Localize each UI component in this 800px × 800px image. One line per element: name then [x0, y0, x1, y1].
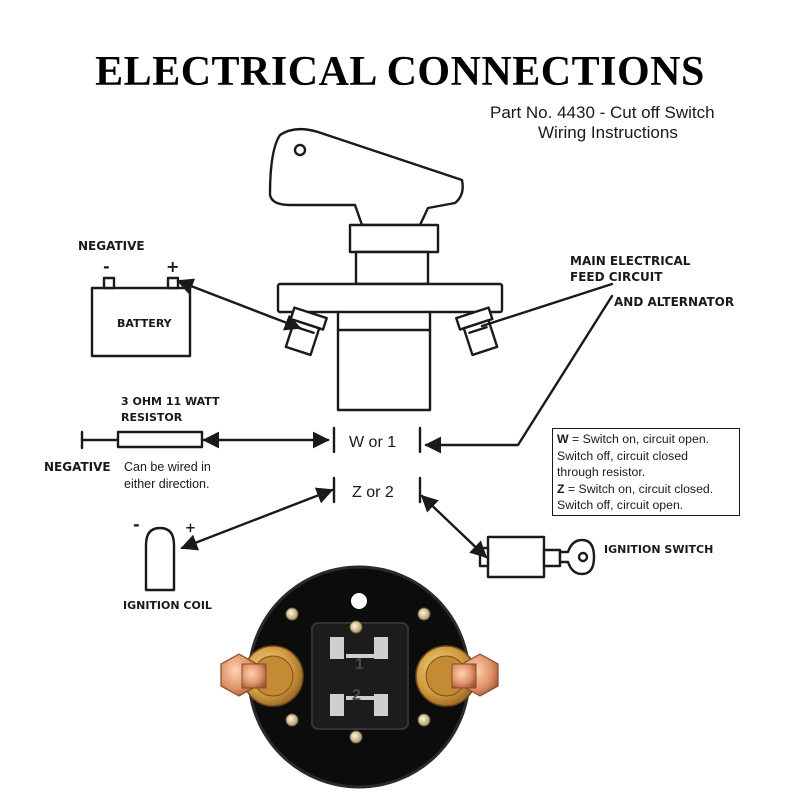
switch-flange [276, 282, 504, 314]
wiring-instructions-text: Wiring Instructions [538, 123, 678, 142]
switch-photo: 1 2 [220, 565, 499, 789]
switch-face-1: 1 [355, 656, 364, 673]
legend-w-key: W [557, 432, 569, 446]
right-terminal-stud [455, 306, 499, 357]
legend-z-text: = Switch on, circuit closed. [564, 481, 714, 496]
switch-body [336, 328, 432, 412]
left-brass-terminal [220, 645, 304, 707]
main-feed-wire [480, 282, 614, 328]
legend-w-text: = Switch on, circuit open. [568, 432, 710, 446]
cutoff-switch-key [268, 127, 464, 227]
alternator-wire [424, 294, 614, 454]
ignition-coil-label: IGNITION COIL [123, 599, 212, 612]
wired-direction-1: Can be wired in [124, 460, 211, 474]
switch-neck [354, 250, 430, 286]
part-number-text: Part No. 4430 - Cut off Switch [490, 103, 715, 122]
legend-w-line2: Switch off, circuit closed [557, 448, 688, 463]
switch-collar [348, 223, 440, 254]
coil-minus: - [133, 515, 140, 534]
terminal-w-label: W or 1 [349, 434, 396, 451]
ignition-switch-label: IGNITION SWITCH [604, 543, 713, 556]
legend-z-line1: Z = Switch on, circuit closed. [557, 481, 735, 498]
battery-minus: - [103, 257, 110, 276]
coil-plus: + [185, 521, 196, 536]
battery-wire [176, 278, 302, 331]
terminal-legend: W = Switch on, circuit open. Switch off,… [552, 428, 740, 516]
alternator-label: AND ALTERNATOR [614, 295, 734, 309]
legend-w-line1: W = Switch on, circuit open. [557, 431, 735, 448]
page-title: ELECTRICAL CONNECTIONS [95, 49, 705, 95]
mounting-screws [285, 607, 431, 744]
main-feed-label-1: MAIN ELECTRICAL [570, 254, 691, 268]
ignition-coil-icon [144, 526, 176, 592]
resistor-icon [116, 430, 204, 449]
main-feed-label-2: FEED CIRCUIT [570, 270, 663, 284]
legend-z-line2: Switch off, circuit open. [557, 498, 684, 512]
switch-face-2: 2 [352, 687, 361, 704]
resistor-label-1: 3 OHM 11 WATT [121, 395, 220, 408]
legend-w-line3: through resistor. [557, 465, 646, 479]
battery-plus: + [166, 257, 179, 276]
negative-label-bottom: NEGATIVE [44, 460, 111, 474]
right-brass-terminal [415, 645, 499, 707]
resistor-label-2: RESISTOR [121, 411, 183, 424]
terminal-z-label: Z or 2 [352, 484, 394, 501]
negative-label-top: NEGATIVE [78, 239, 145, 253]
wired-direction-2: either direction. [124, 477, 209, 491]
coil-wire [180, 487, 334, 551]
ignition-switch-icon [478, 535, 596, 579]
ignition-switch-wire [420, 494, 488, 559]
battery-label: BATTERY [117, 317, 173, 330]
left-terminal-stud [284, 306, 328, 357]
legend-z-key: Z [557, 481, 565, 496]
